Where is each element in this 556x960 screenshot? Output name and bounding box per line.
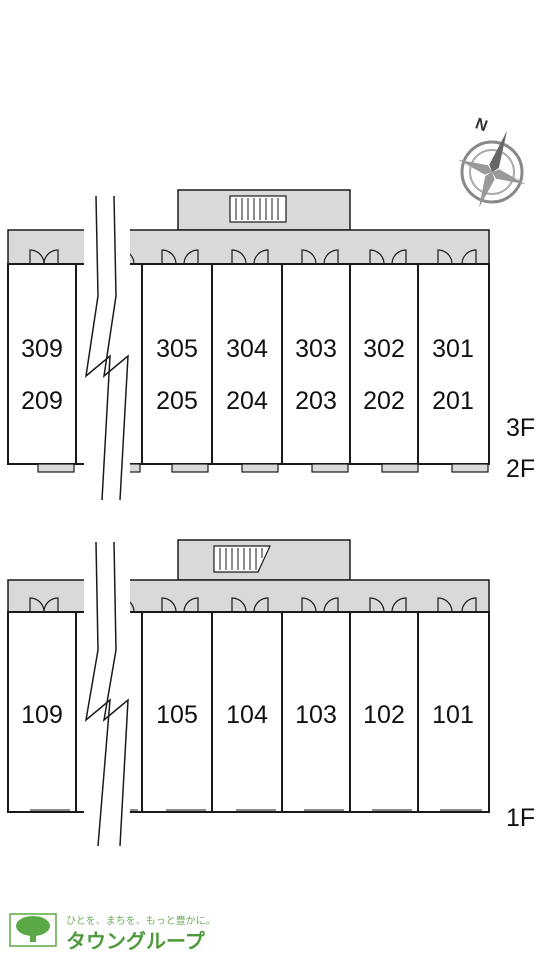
unit-walls (75, 264, 419, 464)
upper-unit-labels: 309 209 305 205 304 204 303 203 302 202 … (21, 335, 474, 415)
unit-walls (75, 612, 419, 812)
door-swings (29, 249, 477, 265)
unit-205-label: 205 (156, 387, 198, 415)
stair-icon (229, 195, 287, 223)
corridor (7, 229, 490, 265)
compass-rose-icon: N (458, 115, 526, 208)
upper-block: 309 209 305 205 304 204 303 203 302 202 … (7, 189, 535, 501)
unit-301-label: 301 (432, 335, 474, 363)
compass-north-label: N (473, 115, 490, 135)
lower-unit-labels: 109 105 104 103 102 101 (21, 701, 474, 729)
unit-105-label: 105 (156, 701, 198, 729)
logo-name: タウングループ (66, 929, 206, 953)
unit-309-label: 309 (21, 335, 63, 363)
unit-202-label: 202 (363, 387, 405, 415)
unit-109-label: 109 (21, 701, 63, 729)
logo-tagline: ひとを、まちを、もっと豊かに。 (66, 914, 216, 927)
stair-steps (219, 548, 263, 570)
unit-104-label: 104 (226, 701, 268, 729)
unit-201-label: 201 (432, 387, 474, 415)
floor-label-1f: 1F (506, 804, 535, 832)
unit-304-label: 304 (226, 335, 268, 363)
stair-steps (235, 198, 279, 220)
floor-label-2f: 2F (506, 455, 535, 483)
unit-102-label: 102 (363, 701, 405, 729)
omission-break-lines (84, 541, 129, 847)
unit-303-label: 303 (295, 335, 337, 363)
unit-305-label: 305 (156, 335, 198, 363)
corridor (7, 579, 490, 613)
brand-logo: ひとを、まちを、もっと豊かに。 タウングループ (9, 913, 216, 953)
unit-103-label: 103 (295, 701, 337, 729)
unit-204-label: 204 (226, 387, 268, 415)
tree-icon (9, 913, 57, 947)
lower-block: 109 105 104 103 102 101 1F (7, 539, 535, 850)
unit-209-label: 209 (21, 387, 63, 415)
unit-203-label: 203 (295, 387, 337, 415)
floor-label-3f: 3F (506, 414, 535, 442)
unit-302-label: 302 (363, 335, 405, 363)
units-band (7, 263, 490, 465)
omission-break-lines (84, 195, 129, 501)
unit-101-label: 101 (432, 701, 474, 729)
omission-gap (84, 542, 130, 850)
